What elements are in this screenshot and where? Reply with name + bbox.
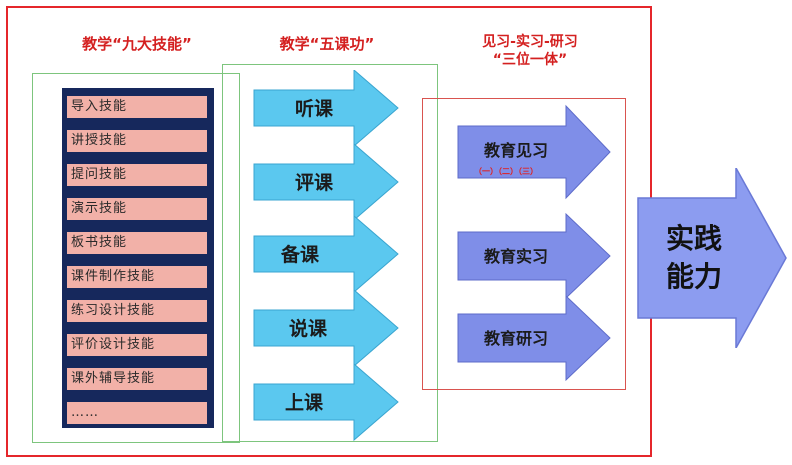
practice-arrow-observation: 教育见习 （一）（二）（三） <box>457 104 611 200</box>
practice-label: 教育实习 <box>484 247 548 266</box>
skill-item: 课件制作技能 <box>67 266 207 288</box>
skills-group-box <box>32 73 240 443</box>
course-arrow-listen: 听课 <box>253 70 399 148</box>
practice-sub-label: （一）（二）（三） <box>474 166 538 176</box>
skill-item: 练习设计技能 <box>67 300 207 322</box>
course-arrow-evaluate: 评课 <box>253 142 399 222</box>
heading-nine-skills: 教学“九大技能” <box>82 35 192 53</box>
heading-five-courses: 教学“五课功” <box>279 35 375 53</box>
practice-arrows: 教育见习 （一）（二）（三） 教育实习 教育研习 <box>457 104 611 382</box>
course-arrow-prepare: 备课 <box>253 214 399 294</box>
skill-item: 演示技能 <box>67 198 207 220</box>
heading-trinity-line1: 见习-实习-研习 <box>482 34 578 50</box>
goal-label-line1: 实践 <box>666 222 722 255</box>
practice-group-box <box>422 98 626 390</box>
heading-trinity-line2: “三位一体” <box>492 52 568 68</box>
courses-group-box <box>222 64 438 442</box>
goal-label-line2: 能力 <box>666 260 722 293</box>
skill-item: 课外辅导技能 <box>67 368 207 390</box>
course-label: 说课 <box>289 317 328 340</box>
skill-item: 板书技能 <box>67 232 207 254</box>
practical-ability-arrow: 实践 能力 <box>637 168 787 348</box>
practice-arrow-internship: 教育实习 <box>457 212 611 300</box>
practice-label: 教育见习 <box>484 141 548 160</box>
skill-item: 讲授技能 <box>67 130 207 152</box>
course-label: 上课 <box>285 392 324 414</box>
course-arrow-explain: 说课 <box>253 288 399 368</box>
practice-arrow-research: 教育研习 <box>457 294 611 382</box>
course-label: 听课 <box>295 97 334 120</box>
skill-item: 导入技能 <box>67 96 207 118</box>
skill-item: 评价设计技能 <box>67 334 207 356</box>
heading-trinity: 见习-实习-研习 “三位一体” <box>450 33 610 69</box>
course-arrow-teach: 上课 <box>253 362 399 442</box>
course-arrows: 听课 评课 备课 说课 上课 <box>253 70 399 442</box>
skills-panel: 导入技能 讲授技能 提问技能 演示技能 板书技能 课件制作技能 练习设计技能 评… <box>62 88 214 428</box>
skill-item: …… <box>67 402 207 424</box>
course-label: 评课 <box>295 172 334 194</box>
practice-label: 教育研习 <box>484 329 548 348</box>
skill-item: 提问技能 <box>67 164 207 186</box>
course-label: 备课 <box>280 243 320 266</box>
